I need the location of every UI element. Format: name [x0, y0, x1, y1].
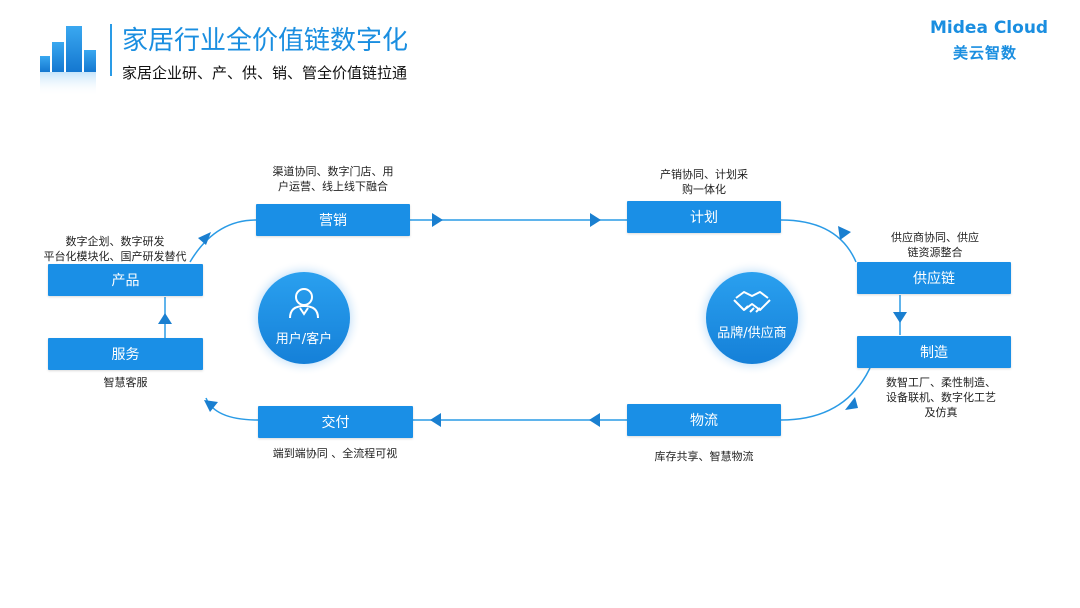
- desc-line: 端到端协同 、全流程可视: [272, 447, 398, 460]
- brand-name-cn: 美云智数: [953, 44, 1018, 62]
- arrow-icon: [432, 213, 443, 227]
- node-service-label: 服务: [111, 347, 140, 363]
- desc-delivery: 端到端协同 、全流程可视: [250, 446, 420, 461]
- desc-line: 及仿真: [924, 406, 958, 419]
- node-product-label: 产品: [111, 273, 140, 289]
- page-subtitle: 家居企业研、产、供、销、管全价值链拉通: [122, 64, 408, 82]
- node-supply-chain: 供应链: [857, 262, 1011, 294]
- node-logistics-label: 物流: [690, 413, 718, 429]
- node-planning: 计划: [627, 201, 781, 233]
- desc-line: 设备联机、数字化工艺: [886, 391, 996, 404]
- node-planning-label: 计划: [690, 210, 718, 226]
- desc-line: 数智工厂、柔性制造、: [886, 376, 996, 389]
- desc-manufacturing: 数智工厂、柔性制造、 设备联机、数字化工艺 及仿真: [870, 375, 1012, 420]
- arrow-icon: [589, 413, 600, 427]
- arrow-icon: [893, 312, 907, 323]
- arrow-icon: [204, 400, 218, 412]
- user-circle: [258, 272, 350, 364]
- node-marketing: 营销: [256, 204, 410, 236]
- title-divider: [110, 24, 112, 76]
- desc-line: 产销协同、计划采: [660, 168, 748, 181]
- arrow-icon: [158, 313, 172, 324]
- node-logistics: 物流: [627, 404, 781, 436]
- user-icon: [289, 288, 319, 319]
- node-marketing-label: 营销: [319, 213, 347, 229]
- desc-line: 供应商协同、供应: [891, 231, 979, 244]
- desc-line: 平台化模块化、国产研发替代: [43, 250, 187, 263]
- arrow-icon: [590, 213, 601, 227]
- brand-circle: [706, 272, 798, 364]
- desc-planning: 产销协同、计划采 购一体化: [624, 167, 784, 197]
- node-manufacturing-label: 制造: [920, 345, 948, 361]
- arrow-icon: [430, 413, 441, 427]
- desc-line: 数字企划、数字研发: [65, 235, 165, 248]
- desc-line: 智慧客服: [103, 376, 148, 389]
- page-title: 家居行业全价值链数字化: [122, 26, 409, 56]
- arrow-icon: [198, 232, 211, 245]
- node-service: 服务: [48, 338, 203, 370]
- arrow-icon: [845, 397, 858, 410]
- desc-logistics: 库存共享、智慧物流: [627, 449, 781, 464]
- desc-product: 数字企划、数字研发 平台化模块化、国产研发替代: [30, 234, 200, 264]
- center-user-label: 用户/客户: [275, 332, 333, 347]
- desc-line: 户运营、线上线下融合: [278, 180, 388, 193]
- brand-name-en: Midea Cloud: [930, 18, 1049, 38]
- desc-marketing: 渠道协同、数字门店、用 户运营、线上线下融合: [248, 164, 418, 194]
- node-delivery-label: 交付: [321, 415, 350, 431]
- node-manufacturing: 制造: [857, 336, 1011, 368]
- node-delivery: 交付: [258, 406, 413, 438]
- center-brand-label: 品牌/供应商: [717, 326, 787, 341]
- desc-line: 库存共享、智慧物流: [654, 450, 754, 463]
- arrow-icon: [838, 226, 851, 240]
- node-product: 产品: [48, 264, 203, 296]
- handshake-icon: [733, 291, 771, 313]
- desc-supply: 供应商协同、供应 链资源整合: [870, 230, 1000, 260]
- node-supply-label: 供应链: [913, 271, 955, 287]
- desc-line: 购一体化: [682, 183, 726, 196]
- desc-service: 智慧客服: [48, 375, 203, 390]
- logo-building-icon: [36, 22, 106, 100]
- desc-line: 链资源整合: [907, 246, 963, 259]
- desc-line: 渠道协同、数字门店、用: [272, 165, 394, 178]
